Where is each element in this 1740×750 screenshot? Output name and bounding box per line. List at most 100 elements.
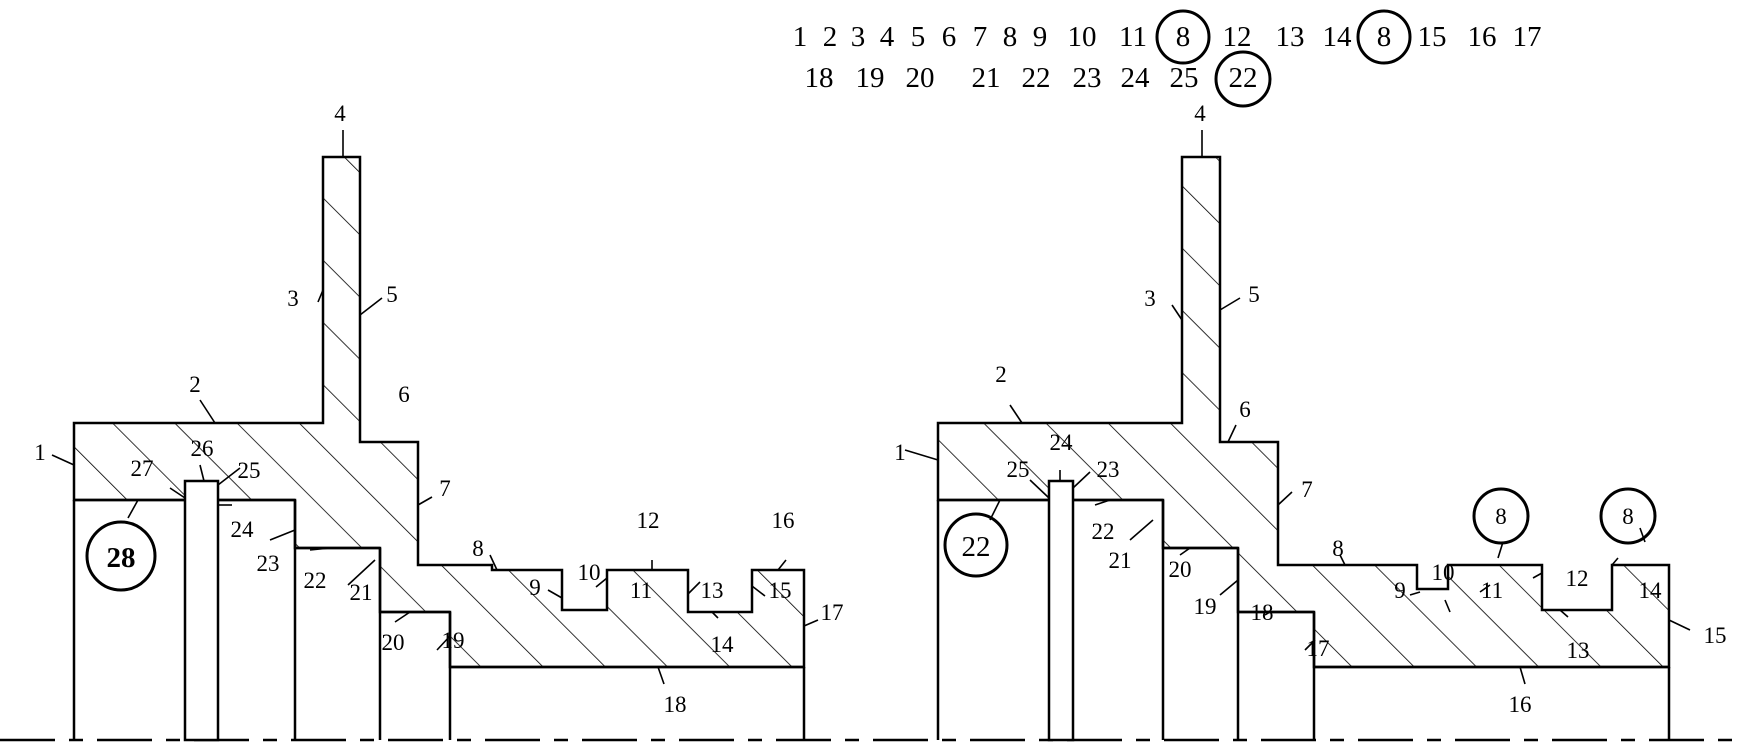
right-part-label: 15 (1704, 623, 1727, 648)
left-part-label: 7 (439, 476, 451, 501)
right-part-label: 23 (1097, 457, 1120, 482)
sequence-item: 8 (1176, 21, 1191, 53)
sequence-item: 21 (972, 62, 1001, 94)
sequence-item: 13 (1276, 21, 1305, 53)
right-part-label: 4 (1194, 101, 1206, 126)
left-part-label: 19 (442, 628, 465, 653)
sequence-item: 15 (1418, 21, 1447, 53)
right-part-label: 16 (1509, 692, 1532, 717)
right-leaders (904, 130, 1691, 685)
right-part-label: 22 (1092, 519, 1115, 544)
left-part-label: 12 (637, 508, 660, 533)
right-part-label: 6 (1239, 397, 1251, 422)
right-circled-label-8b: 8 (1622, 504, 1634, 529)
sequence-item: 19 (856, 62, 885, 94)
left-profile: 28 1234567891011121314151617181920212223… (34, 101, 844, 742)
sequence-item: 9 (1033, 21, 1048, 53)
left-part-label: 27 (131, 456, 154, 481)
right-part-label: 3 (1144, 286, 1156, 311)
right-part-label: 8 (1332, 536, 1344, 561)
sequence-item: 24 (1121, 62, 1151, 94)
left-pillar (183, 479, 220, 742)
right-pillar (1047, 479, 1075, 742)
left-part-label: 24 (231, 517, 255, 542)
right-circled-marker-8b (1599, 487, 1657, 545)
right-part-label: 1 (894, 440, 906, 465)
left-part-label: 23 (257, 551, 280, 576)
sequence-item: 12 (1223, 21, 1252, 53)
right-part-label: 10 (1432, 560, 1455, 585)
right-circled-label-22: 22 (962, 531, 991, 563)
sequence-item: 11 (1119, 21, 1147, 53)
sequence-item: 14 (1323, 21, 1353, 53)
left-part-label: 11 (630, 578, 652, 603)
sequence-item: 16 (1468, 21, 1497, 53)
sequence-item: 4 (880, 21, 895, 53)
sequence-item: 18 (805, 62, 834, 94)
right-circled-marker-22 (943, 512, 1009, 578)
left-part-label: 10 (578, 560, 601, 585)
left-part-label: 13 (701, 578, 724, 603)
right-part-label: 25 (1007, 457, 1030, 482)
sequence-item: 10 (1068, 21, 1097, 53)
left-part-label: 6 (398, 382, 410, 407)
left-part-label: 2 (189, 372, 201, 397)
left-part-label: 14 (711, 632, 735, 657)
left-part-label: 26 (191, 436, 214, 461)
sequence-item: 22 (1229, 62, 1258, 94)
right-part-label: 24 (1050, 430, 1074, 455)
left-part-label: 1 (34, 440, 46, 465)
right-part-label: 9 (1394, 578, 1406, 603)
left-part-label: 5 (386, 282, 398, 307)
right-part-label: 11 (1481, 578, 1503, 603)
right-circled-label-8a: 8 (1495, 504, 1507, 529)
sequence-item: 7 (973, 21, 988, 53)
sequence-item: 6 (942, 21, 957, 53)
left-part-label: 8 (472, 536, 484, 561)
sequence-item: 2 (823, 21, 838, 53)
right-part-label: 14 (1639, 578, 1663, 603)
left-part-label: 3 (287, 286, 299, 311)
left-part-label: 22 (304, 568, 327, 593)
sequence-item: 1 (793, 21, 808, 53)
sequence-item: 17 (1513, 21, 1542, 53)
left-hatched-section (72, 155, 806, 669)
right-part-label: 2 (995, 362, 1007, 387)
left-part-label: 15 (769, 578, 792, 603)
sequence-item: 3 (851, 21, 866, 53)
sequence-item: 20 (906, 62, 935, 94)
left-part-label: 16 (772, 508, 795, 533)
sequence-circled-marker (1214, 50, 1272, 108)
left-circled-label: 28 (107, 542, 136, 574)
right-part-label: 5 (1248, 282, 1260, 307)
right-part-label: 13 (1567, 638, 1590, 663)
sequence-item: 25 (1170, 62, 1199, 94)
right-part-label: 7 (1301, 477, 1313, 502)
right-part-label: 21 (1109, 548, 1132, 573)
right-part-label: 17 (1307, 636, 1330, 661)
left-part-label: 21 (350, 580, 373, 605)
left-part-label: 9 (529, 575, 541, 600)
right-hatched-section (936, 155, 1671, 669)
left-part-label: 18 (664, 692, 687, 717)
sequence-item: 22 (1022, 62, 1051, 94)
sequence-item: 8 (1377, 21, 1392, 53)
sequence-circled-marker (1155, 9, 1211, 65)
right-part-label: 20 (1169, 557, 1192, 582)
left-part-label: 25 (238, 458, 261, 483)
sequence-circled-marker (1356, 9, 1412, 65)
left-part-label: 4 (334, 101, 346, 126)
left-circled-marker (85, 520, 157, 592)
right-part-label: 19 (1194, 594, 1217, 619)
sequence-item: 5 (911, 21, 926, 53)
left-leaders (51, 130, 819, 685)
left-part-label: 20 (382, 630, 405, 655)
left-part-label: 17 (821, 600, 844, 625)
right-circled-marker-8a (1472, 487, 1530, 545)
right-part-label: 18 (1251, 600, 1274, 625)
sequence-item: 8 (1003, 21, 1018, 53)
